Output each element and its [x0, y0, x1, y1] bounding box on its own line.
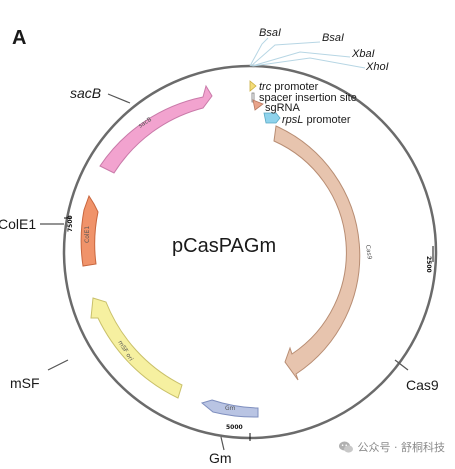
plasmid-name: pCasPAGm [172, 235, 276, 257]
site-label-xhoi: XhoI [365, 61, 389, 73]
tick-label-5000: 5000 [226, 424, 243, 431]
wechat-icon [338, 441, 353, 453]
tick-label-2500: 2500 [425, 256, 432, 273]
site-label-bsai-1: BsaI [259, 27, 281, 39]
sgrna-arrow [252, 99, 264, 111]
gm-inner-label: Gm [225, 405, 236, 412]
rpsl-promoter-arrow [263, 112, 281, 124]
feature-leader-lines [40, 93, 409, 451]
cas9-label: Cas9 [406, 377, 439, 393]
sacb-arrow [99, 84, 213, 174]
spacer-site-label: spacer insertion site [259, 92, 357, 104]
trc-promoter-label: trc promoter [259, 81, 319, 93]
cas9-inner-label: Cas9 [364, 244, 373, 260]
cole1-inner-label: ColE1 [84, 226, 91, 243]
msf-arrow [90, 297, 183, 399]
site-label-bsai-2: BsaI [322, 32, 344, 44]
cole1-arrow [80, 194, 99, 267]
gm-arrow [200, 399, 259, 418]
watermark: 公众号 · 舒桐科技 [338, 439, 446, 455]
sgrna-label: sgRNA [265, 102, 301, 114]
tick-label-7500: 7500 [67, 215, 74, 232]
site-label-xbai: XbaI [351, 48, 375, 60]
gm-label: Gm [209, 450, 232, 466]
trc-promoter-arrow [249, 80, 257, 92]
cole1-label: ColE1 [0, 216, 36, 232]
cas9-arrow [273, 125, 361, 381]
backbone-ticks [64, 217, 434, 441]
panel-label: A [12, 27, 26, 49]
rpsl-promoter-label: rpsL promoter [282, 114, 351, 126]
sacb-label: sacB [70, 85, 101, 101]
msf-label: mSF [10, 375, 40, 391]
watermark-text: 公众号 · 舒桐科技 [357, 441, 446, 454]
restriction-site-lines [249, 37, 366, 69]
